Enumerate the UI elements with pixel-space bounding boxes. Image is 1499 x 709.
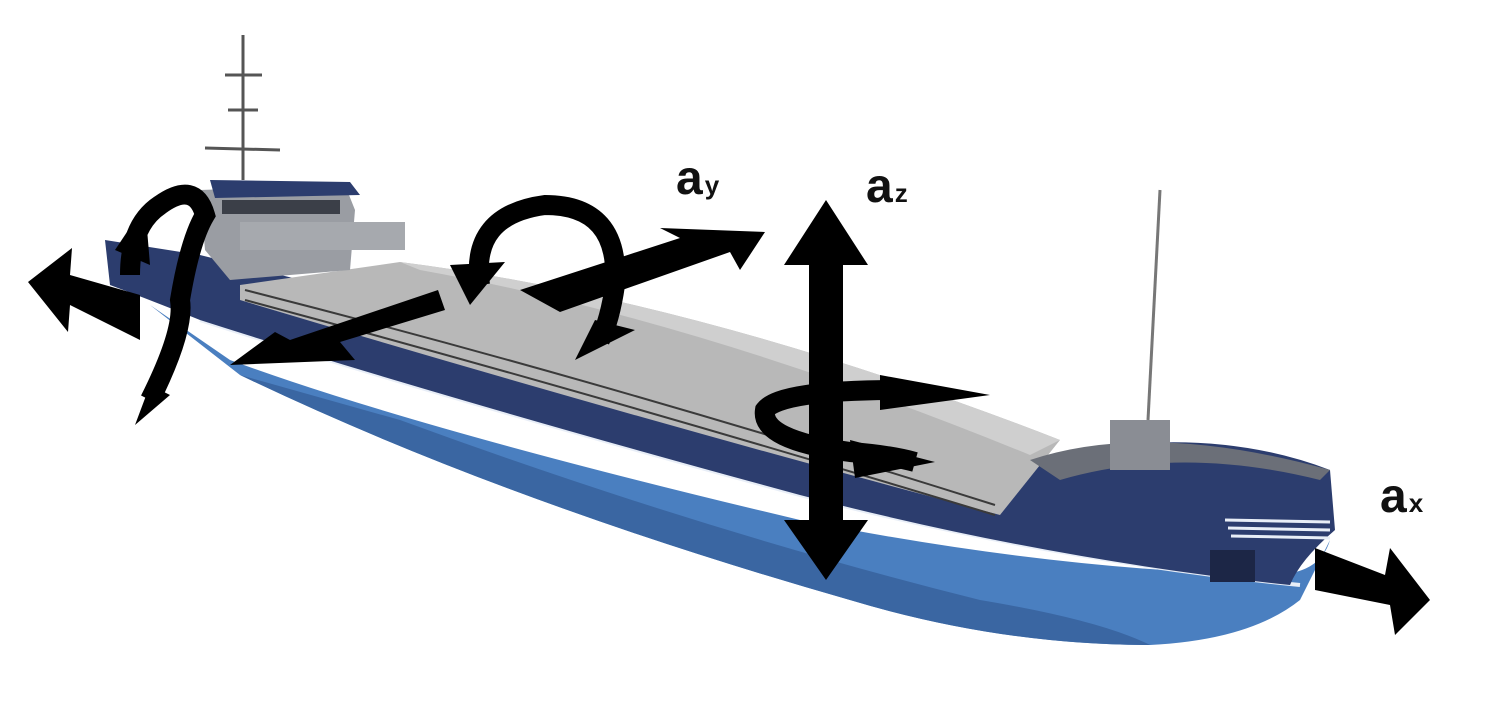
label-az-sub: z	[894, 178, 908, 208]
ship-hull-shadow	[240, 375, 1150, 645]
label-az-main: a	[866, 160, 893, 213]
label-ax-main: a	[1380, 470, 1407, 523]
arrow-ay-port	[230, 290, 445, 365]
label-ax-sub: x	[1408, 488, 1424, 518]
yaw-arrowhead-bottom	[850, 440, 935, 478]
ship-forecastle	[1030, 442, 1330, 480]
yaw-arrowhead-top	[880, 375, 990, 410]
ship-bow-equipment	[1110, 420, 1170, 470]
ship-bridge-windows	[222, 200, 340, 214]
rotation-arrowheads	[115, 205, 990, 478]
arrow-pitch-rotation	[468, 194, 626, 345]
ship-anchor-pocket	[1210, 550, 1255, 582]
pitch-arrowhead-right	[575, 320, 635, 360]
roll-arrowhead-bottom	[135, 385, 170, 425]
arrow-ax-forward	[1315, 548, 1430, 635]
label-ay-main: a	[676, 152, 703, 205]
label-ay: ay	[676, 155, 719, 203]
label-ax: ax	[1380, 473, 1423, 521]
ship-aft-mast	[204, 35, 281, 180]
label-az: az	[866, 163, 908, 211]
label-ay-sub: y	[704, 170, 720, 200]
ship-bow-stripes	[1224, 518, 1331, 540]
ship-fore-mast	[1146, 189, 1162, 421]
arrow-ay-starboard	[520, 228, 765, 312]
roll-arrowhead-top	[115, 205, 150, 265]
ship-hull	[150, 305, 1330, 645]
arrow-ax-backward	[28, 248, 140, 340]
ship-crane-structure	[240, 222, 405, 250]
ship-bridge-roof	[210, 180, 360, 198]
ship-deck-highlight	[400, 262, 1060, 455]
pitch-arrowhead-left	[450, 262, 505, 305]
